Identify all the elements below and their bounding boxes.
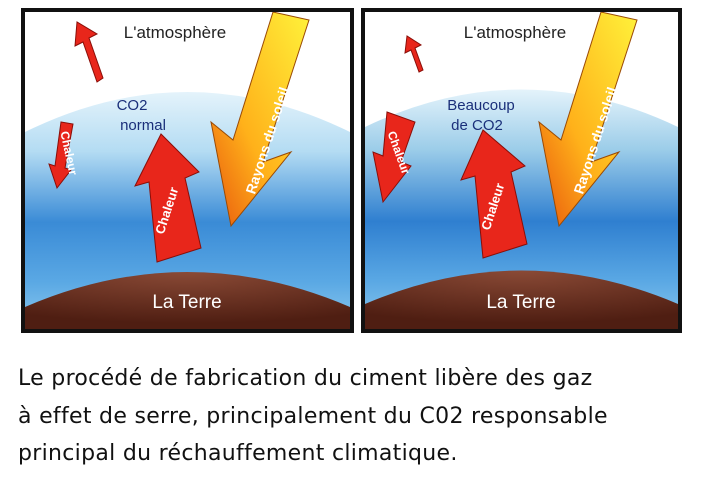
heat-escape-arrow bbox=[404, 35, 424, 73]
caption-line-2: à effet de serre, principalement du C02 … bbox=[18, 403, 608, 429]
co2-label-line2: normal bbox=[120, 117, 166, 134]
heat-rising-arrow bbox=[460, 129, 528, 259]
atmosphere-label: L'atmosphère bbox=[124, 23, 226, 42]
atmosphere-label: L'atmosphère bbox=[464, 23, 566, 42]
earth-label: La Terre bbox=[486, 292, 555, 313]
atmosphere-layer bbox=[365, 89, 678, 329]
earth-surface bbox=[25, 272, 350, 329]
earth-surface bbox=[365, 270, 678, 329]
greenhouse-diagram-high-co2: L'atmosphère Beaucoup de CO2 Rayons du s… bbox=[365, 12, 678, 329]
co2-label-line2: de CO2 bbox=[451, 117, 503, 134]
co2-label-line1: Beaucoup bbox=[447, 97, 515, 114]
earth-label: La Terre bbox=[152, 292, 221, 313]
greenhouse-panel-high-co2: L'atmosphère Beaucoup de CO2 Rayons du s… bbox=[361, 8, 682, 333]
co2-label-line1: CO2 bbox=[117, 97, 148, 114]
caption-line-1: Le procédé de fabrication du ciment libè… bbox=[18, 366, 593, 391]
greenhouse-diagram-normal: L'atmosphère CO2 normal Rayons du soleil… bbox=[25, 12, 350, 329]
caption-line-3: principal du réchauffement climatique. bbox=[18, 441, 458, 466]
heat-reflected-arrow bbox=[372, 111, 416, 204]
heat-reflected-arrow bbox=[48, 121, 74, 190]
sun-rays-arrow bbox=[210, 12, 310, 228]
caption: Le procédé de fabrication du ciment libè… bbox=[18, 360, 718, 473]
greenhouse-panel-normal: L'atmosphère CO2 normal Rayons du soleil… bbox=[21, 8, 354, 333]
heat-rising-arrow bbox=[134, 133, 202, 263]
sun-rays-arrow bbox=[538, 12, 638, 228]
heat-escape-arrow bbox=[74, 21, 104, 83]
